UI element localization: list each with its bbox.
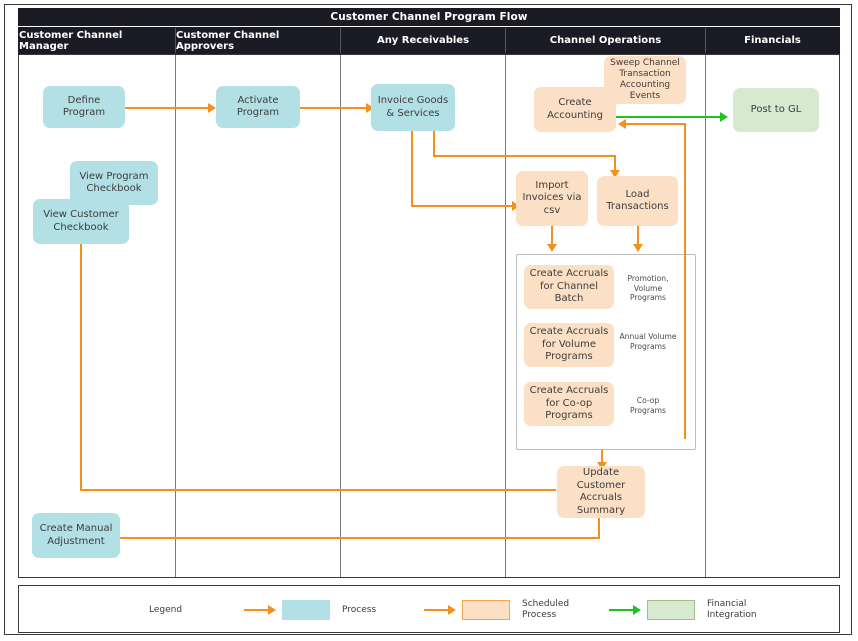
lane-column-financials	[706, 55, 839, 577]
arrowhead-accruals-from-load	[633, 244, 643, 252]
legend: Legend Process Scheduled Process	[18, 585, 840, 633]
swimlane-header-row: Customer Channel Manager Customer Channe…	[18, 27, 840, 54]
node-view-customer-checkbook[interactable]: View Customer Checkbook	[33, 199, 129, 244]
arrowhead-accruals-from-import	[547, 244, 557, 252]
node-update-customer-accruals-summary[interactable]: Update Customer Accruals Summary	[557, 466, 645, 518]
node-activate-program[interactable]: Activate Program	[216, 86, 300, 128]
connector-import-to-accruals	[551, 226, 553, 246]
legend-arrow-process	[244, 604, 278, 616]
node-invoice-goods-services[interactable]: Invoice Goods & Services	[371, 84, 455, 131]
legend-label-scheduled-process: Scheduled Process	[522, 599, 570, 620]
connector-accruals-to-accounting-horizontal	[626, 123, 686, 125]
arrowhead-activate-program	[208, 103, 216, 113]
note-coop-programs: Co-op Programs	[630, 396, 666, 415]
lane-column-customer-channel-manager	[19, 55, 176, 577]
note-volume-programs: Annual Volume Programs	[619, 332, 677, 351]
connector-define-to-activate	[125, 107, 210, 109]
node-post-to-gl[interactable]: Post to GL	[733, 88, 819, 132]
connector-summary-to-checkbook-horizontal	[80, 489, 556, 491]
lane-column-customer-channel-approvers	[176, 55, 341, 577]
legend-swatch-financial-integration	[647, 600, 695, 620]
note-channel-batch: Promotion, Volume Programs	[627, 274, 669, 302]
legend-label-financial-integration: Financial Integration	[707, 599, 757, 620]
connector-load-to-accruals	[637, 226, 639, 246]
node-define-program[interactable]: Define Program	[43, 86, 125, 128]
diagram-title: Customer Channel Program Flow	[18, 8, 840, 26]
connector-accounting-to-post-gl	[614, 116, 722, 118]
node-import-invoices-via-csv[interactable]: Import Invoices via csv	[516, 171, 588, 226]
node-create-accruals-for-volume-programs[interactable]: Create Accruals for Volume Programs	[524, 323, 614, 367]
connector-manual-adj-to-summary-vertical	[598, 518, 600, 538]
node-create-accruals-for-channel-batch[interactable]: Create Accruals for Channel Batch	[524, 265, 614, 309]
legend-swatch-process	[282, 600, 330, 620]
connector-activate-to-invoice	[300, 107, 368, 109]
arrowhead-load-transactions	[610, 170, 620, 178]
legend-arrow-financial-integration	[609, 604, 643, 616]
arrowhead-invoice-goods	[366, 103, 374, 113]
lane-header-any-receivables: Any Receivables	[341, 28, 506, 53]
node-create-manual-adjustment[interactable]: Create Manual Adjustment	[32, 513, 120, 558]
legend-label-process: Process	[342, 604, 377, 615]
node-view-program-checkbook[interactable]: View Program Checkbook	[70, 161, 158, 205]
node-create-accounting[interactable]: Create Accounting	[534, 87, 616, 132]
lane-header-financials: Financials	[744, 35, 801, 46]
connector-invoice-to-load-vertical-b	[614, 155, 616, 173]
connector-accruals-to-accounting-vertical	[684, 124, 686, 439]
connector-invoice-to-import-vertical	[411, 131, 413, 207]
connector-invoice-to-load-horizontal	[433, 155, 616, 157]
lane-header-channel-operations: Channel Operations	[506, 28, 706, 53]
connector-invoice-to-import-horizontal	[411, 205, 517, 207]
swimlane-body	[18, 54, 840, 578]
node-sweep-channel-transaction-accounting-events[interactable]: Sweep Channel Transaction Accounting Eve…	[604, 56, 686, 104]
node-load-transactions[interactable]: Load Transactions	[597, 176, 678, 226]
lane-column-channel-operations	[506, 55, 706, 577]
lane-header-customer-channel-approvers: Customer Channel Approvers	[176, 28, 341, 53]
connector-summary-to-checkbook-vertical	[80, 226, 82, 490]
arrowhead-create-accounting	[618, 119, 626, 129]
connector-invoice-to-load-vertical-a	[433, 131, 435, 157]
lane-header-customer-channel-manager: Customer Channel Manager	[19, 28, 176, 53]
legend-swatch-scheduled-process	[462, 600, 510, 620]
legend-title: Legend	[149, 605, 183, 615]
arrowhead-post-to-gl	[720, 112, 728, 122]
legend-arrow-scheduled-process	[424, 604, 458, 616]
connector-accruals-to-summary	[601, 450, 603, 464]
node-create-accruals-for-coop-programs[interactable]: Create Accruals for Co-op Programs	[524, 382, 614, 426]
connector-manual-adj-to-summary-horizontal	[118, 537, 600, 539]
lane-column-any-receivables	[341, 55, 506, 577]
